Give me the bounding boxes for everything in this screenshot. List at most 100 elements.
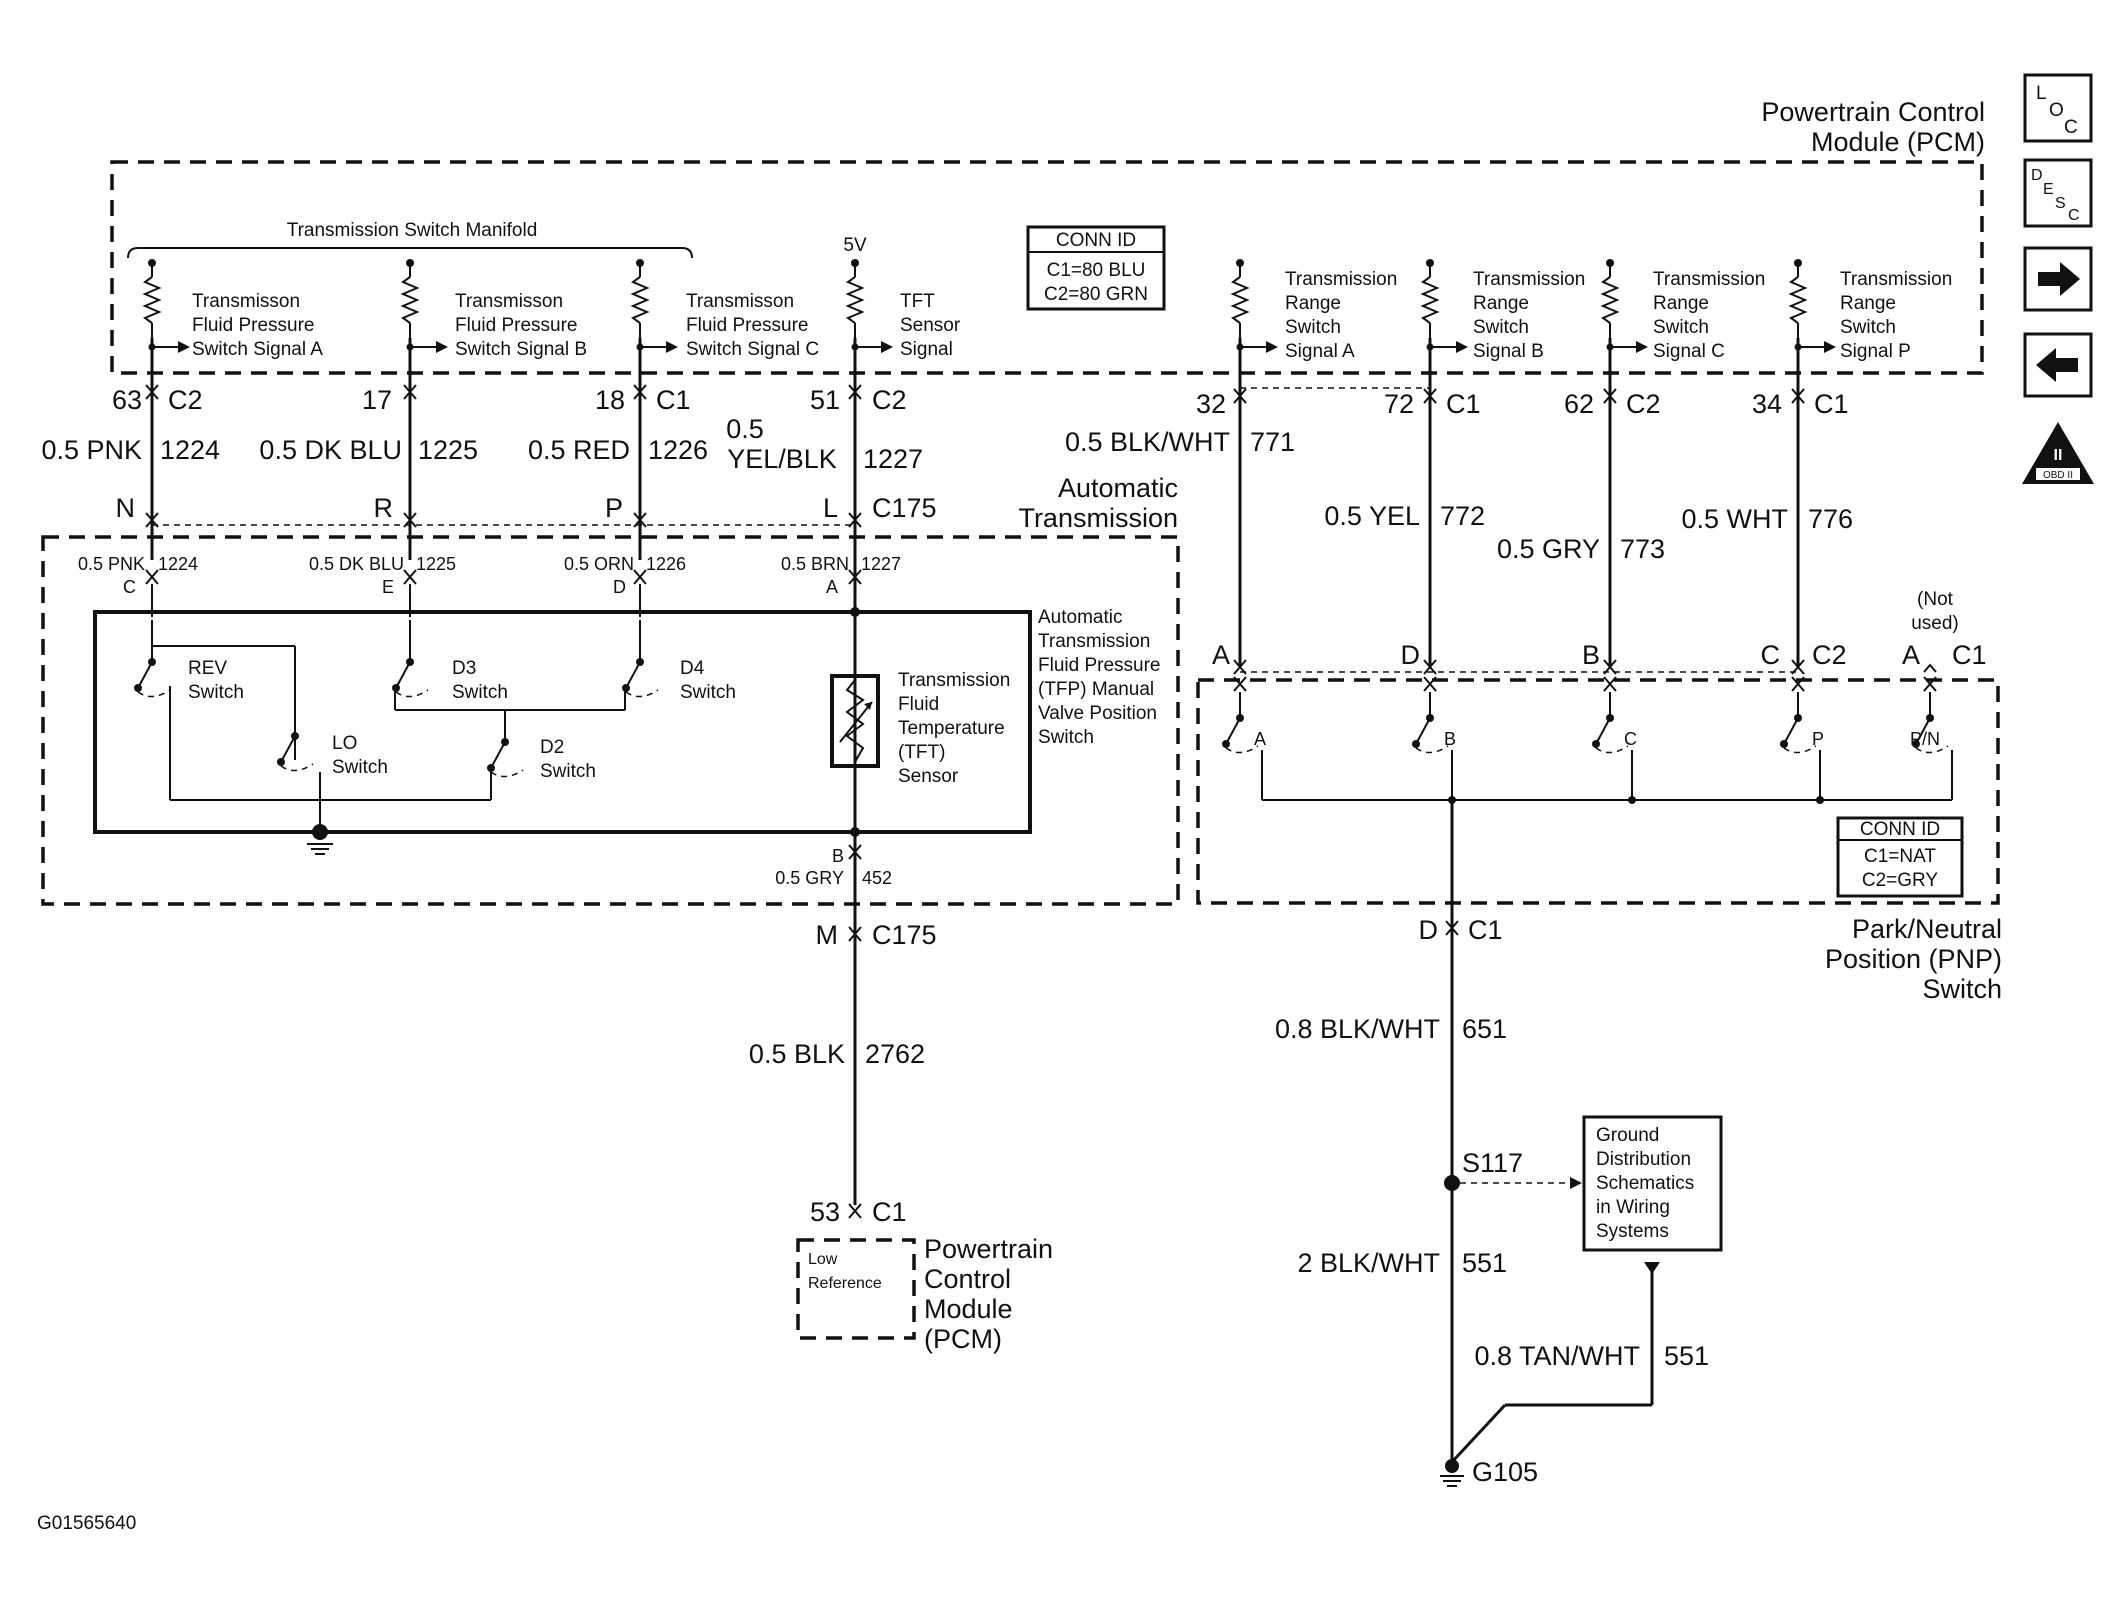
- tft-sensor: Transmission Fluid Temperature (TFT) Sen…: [830, 607, 1010, 837]
- svg-text:B: B: [1582, 640, 1600, 670]
- svg-text:C2: C2: [168, 385, 203, 415]
- svg-text:Switch: Switch: [1653, 317, 1709, 338]
- pnp-pin-not-used: (Not used) A C1: [1902, 589, 1987, 692]
- svg-text:551: 551: [1664, 1341, 1709, 1371]
- svg-text:0.5 BLK/WHT: 0.5 BLK/WHT: [1065, 427, 1230, 457]
- svg-text:Switch: Switch: [188, 682, 244, 703]
- svg-text:YEL/BLK: YEL/BLK: [727, 444, 837, 474]
- pcm-top-module-outline: [110, 160, 1984, 375]
- svg-text:Transmission: Transmission: [1038, 631, 1150, 652]
- d2-switch: D2 Switch: [486, 737, 596, 800]
- svg-text:0.5 RED: 0.5 RED: [528, 435, 630, 465]
- svg-text:0.5 ORN: 0.5 ORN: [564, 554, 634, 574]
- svg-text:II: II: [2054, 447, 2063, 464]
- tfp-switch-label: Automatic Transmission Fluid Pressure (T…: [1038, 607, 1161, 748]
- pcm-title-line1: Powertrain Control: [1761, 97, 1985, 127]
- svg-text:L: L: [2036, 83, 2047, 104]
- svg-text:Sensor: Sensor: [898, 766, 959, 787]
- d3-switch: D3 Switch: [391, 620, 508, 710]
- pnp-common-bus: [1262, 796, 1952, 1460]
- svg-text:Powertrain: Powertrain: [924, 1234, 1053, 1264]
- svg-text:Fluid: Fluid: [898, 694, 939, 715]
- pcm-bottom: 53 C1 Low Reference Powertrain Control M…: [796, 1197, 1053, 1354]
- svg-text:L: L: [823, 493, 838, 523]
- back-arrow-icon[interactable]: [2023, 332, 2093, 398]
- svg-text:Control: Control: [924, 1264, 1011, 1294]
- svg-text:Range: Range: [1285, 293, 1341, 314]
- forward-arrow-icon[interactable]: [2023, 246, 2093, 312]
- svg-text:P: P: [1812, 729, 1824, 749]
- svg-text:C1: C1: [872, 1197, 907, 1227]
- svg-text:Signal: Signal: [900, 339, 953, 360]
- svg-text:1224: 1224: [160, 435, 220, 465]
- svg-text:Transmisson: Transmisson: [686, 291, 794, 312]
- obd-ii-icon[interactable]: II OBD II: [2022, 422, 2094, 484]
- svg-text:0.5 YEL: 0.5 YEL: [1324, 501, 1420, 531]
- svg-text:Transmission: Transmission: [1473, 269, 1585, 290]
- svg-text:Switch: Switch: [540, 761, 596, 782]
- svg-text:C1: C1: [1952, 640, 1987, 670]
- svg-text:1227: 1227: [861, 554, 901, 574]
- svg-text:Sensor: Sensor: [900, 315, 961, 336]
- svg-text:C175: C175: [872, 920, 937, 950]
- manifold-bracket: [127, 247, 693, 259]
- svg-text:Fluid Pressure: Fluid Pressure: [1038, 655, 1161, 676]
- svg-text:A: A: [1254, 729, 1266, 749]
- svg-text:(TFP) Manual: (TFP) Manual: [1038, 679, 1154, 700]
- svg-text:Signal C: Signal C: [1653, 341, 1725, 362]
- svg-text:5V: 5V: [843, 235, 867, 256]
- svg-text:Module: Module: [924, 1294, 1013, 1324]
- svg-text:Range: Range: [1840, 293, 1896, 314]
- svg-text:C: C: [123, 577, 136, 597]
- svg-text:R: R: [374, 493, 394, 523]
- svg-text:(TFT): (TFT): [898, 742, 945, 763]
- svg-text:1226: 1226: [646, 554, 686, 574]
- switch-ground-bus: [170, 799, 491, 855]
- svg-text:Switch: Switch: [1285, 317, 1341, 338]
- svg-text:Position (PNP): Position (PNP): [1825, 944, 2002, 974]
- svg-text:G105: G105: [1472, 1457, 1538, 1487]
- desc-nav-button[interactable]: D E S C: [2023, 158, 2093, 228]
- svg-text:C: C: [2068, 207, 2080, 224]
- svg-text:Distribution: Distribution: [1596, 1149, 1691, 1170]
- pcm-input-a: Transmisson Fluid Pressure Switch Signal…: [144, 258, 323, 360]
- svg-text:REV: REV: [188, 658, 227, 679]
- pcm-title-line2: Module (PCM): [1811, 127, 1985, 157]
- pnp-switch-b: B: [1411, 692, 1456, 800]
- svg-text:Transmisson: Transmisson: [455, 291, 563, 312]
- svg-text:C2: C2: [1812, 640, 1847, 670]
- svg-text:1224: 1224: [158, 554, 198, 574]
- auto-trans-line1: Automatic: [1058, 473, 1178, 503]
- ground-distribution-box[interactable]: Ground Distribution Schematics in Wiring…: [1582, 1115, 1723, 1252]
- svg-text:Switch: Switch: [680, 682, 736, 703]
- svg-text:E: E: [2043, 181, 2054, 198]
- svg-text:D: D: [1401, 640, 1421, 670]
- svg-text:N: N: [116, 493, 136, 523]
- svg-text:Park/Neutral: Park/Neutral: [1852, 914, 2002, 944]
- svg-text:651: 651: [1462, 1014, 1507, 1044]
- svg-text:53: 53: [810, 1197, 840, 1227]
- svg-text:Transmission: Transmission: [1653, 269, 1765, 290]
- rev-switch: REV Switch: [133, 620, 296, 800]
- svg-text:Switch Signal B: Switch Signal B: [455, 339, 587, 360]
- svg-text:0.5 DK BLU: 0.5 DK BLU: [309, 554, 404, 574]
- svg-text:Signal B: Signal B: [1473, 341, 1544, 362]
- pcm-range-input-a: Transmission Range Switch Signal A: [1232, 258, 1397, 362]
- pnp-switch-outline: [1196, 678, 2000, 905]
- svg-text:(PCM): (PCM): [924, 1324, 1002, 1354]
- svg-text:C1=80 BLU: C1=80 BLU: [1047, 260, 1146, 281]
- pnp-switch-c: C: [1591, 692, 1637, 800]
- svg-text:0.5: 0.5: [726, 414, 764, 444]
- svg-text:Switch: Switch: [1922, 974, 2002, 1004]
- pcm-input-tft: 5V TFT Sensor Signal: [843, 235, 960, 360]
- svg-text:Switch: Switch: [1473, 317, 1529, 338]
- loc-nav-button[interactable]: L O C: [2023, 73, 2093, 143]
- wire-772: 72 C1 0.5 YEL 772 D: [1324, 338, 1485, 692]
- pnp-label: Park/Neutral Position (PNP) Switch: [1825, 914, 2002, 1004]
- svg-text:2762: 2762: [865, 1039, 925, 1069]
- svg-text:1225: 1225: [416, 554, 456, 574]
- manifold-label: Transmission Switch Manifold: [287, 220, 538, 241]
- svg-text:Ground: Ground: [1596, 1125, 1659, 1146]
- svg-text:OBD II: OBD II: [2043, 470, 2073, 481]
- svg-text:Systems: Systems: [1596, 1221, 1669, 1242]
